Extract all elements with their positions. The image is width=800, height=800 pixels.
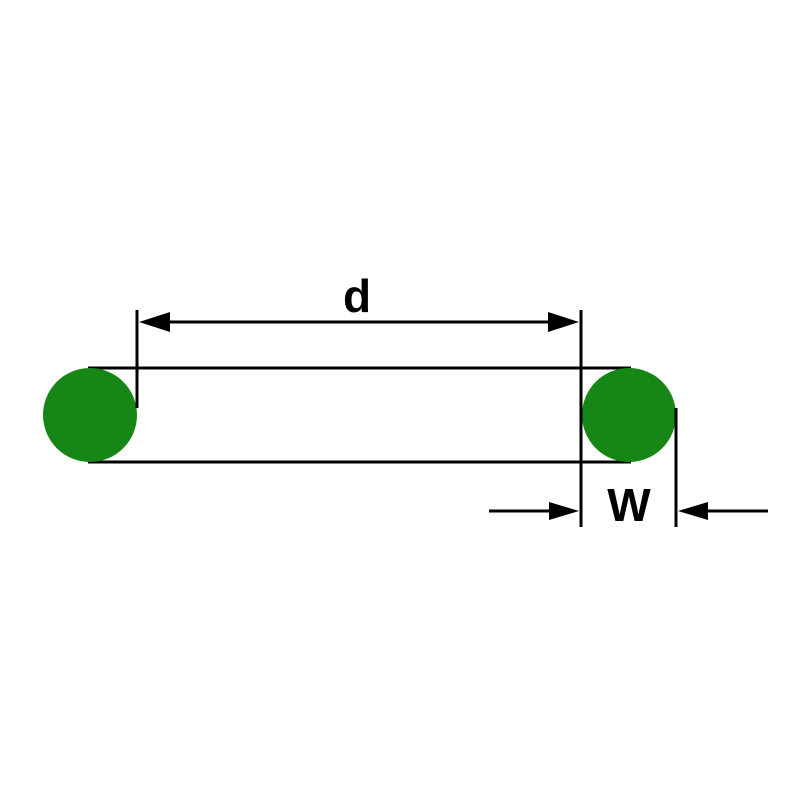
- oring-left-cross-section-circle: [43, 368, 137, 462]
- cross-section-right-arrowhead-icon: [678, 502, 708, 520]
- inner-diameter-right-arrowhead-icon: [548, 312, 579, 332]
- inner-diameter-label: d: [343, 270, 371, 322]
- cross-section-width-label: W: [607, 479, 651, 531]
- inner-diameter-left-arrowhead-icon: [139, 312, 170, 332]
- cross-section-left-arrowhead-icon: [549, 502, 579, 520]
- oring-right-cross-section-circle: [582, 368, 676, 462]
